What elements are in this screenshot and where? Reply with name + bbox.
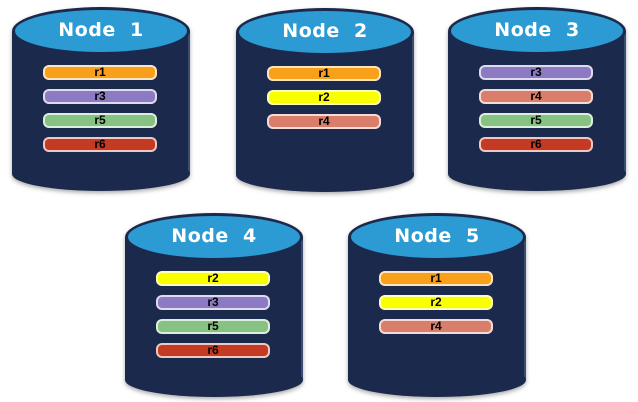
db-node: Node 2 r1 r2 r4 xyxy=(236,8,414,192)
replica-label: r3 xyxy=(530,65,542,79)
replica-bar: r1 xyxy=(43,65,157,80)
db-cylinder-top: Node 1 xyxy=(12,7,190,55)
db-cylinder-bottom xyxy=(236,158,414,192)
replica-bar: r5 xyxy=(479,113,593,128)
db-node: Node 1 r1 r3 r5 r6 xyxy=(12,7,190,191)
node-label: Node 1 xyxy=(58,19,144,41)
replica-label: r1 xyxy=(430,271,442,285)
replica-bar: r2 xyxy=(267,90,381,105)
replica-label: r1 xyxy=(94,65,106,79)
replica-label: r5 xyxy=(207,319,219,333)
replica-bar: r6 xyxy=(479,137,593,152)
replica-bar: r2 xyxy=(379,295,493,310)
replica-list: r1 r2 r4 xyxy=(379,271,493,334)
replica-label: r2 xyxy=(430,295,442,309)
node-label: Node 2 xyxy=(282,20,368,42)
replica-bar: r5 xyxy=(43,113,157,128)
replica-bar: r4 xyxy=(379,319,493,334)
replica-bar: r3 xyxy=(156,295,270,310)
db-cylinder-bottom xyxy=(348,363,526,397)
replica-bar: r1 xyxy=(379,271,493,286)
replica-label: r5 xyxy=(530,113,542,127)
db-cylinder-top: Node 5 xyxy=(348,213,526,261)
replica-label: r6 xyxy=(207,343,219,357)
node-label: Node 3 xyxy=(494,19,580,41)
replica-bar: r3 xyxy=(43,89,157,104)
replica-list: r2 r3 r5 r6 xyxy=(156,271,270,358)
replica-label: r3 xyxy=(94,89,106,103)
db-node: Node 5 r1 r2 r4 xyxy=(348,213,526,397)
replica-bar: r3 xyxy=(479,65,593,80)
replica-label: r4 xyxy=(430,319,442,333)
replica-bar: r6 xyxy=(43,137,157,152)
replica-bar: r5 xyxy=(156,319,270,334)
db-cylinder-top: Node 3 xyxy=(448,7,626,55)
replica-label: r4 xyxy=(318,114,330,128)
replica-label: r2 xyxy=(318,90,330,104)
node-label: Node 4 xyxy=(171,225,257,247)
replica-list: r3 r4 r5 r6 xyxy=(479,65,593,152)
replica-list: r1 r2 r4 xyxy=(267,66,381,129)
db-node: Node 3 r3 r4 r5 r6 xyxy=(448,7,626,191)
replica-bar: r2 xyxy=(156,271,270,286)
db-cylinder-top: Node 2 xyxy=(236,8,414,56)
replica-bar: r1 xyxy=(267,66,381,81)
replica-bar: r6 xyxy=(156,343,270,358)
db-cylinder-top: Node 4 xyxy=(125,213,303,261)
db-node: Node 4 r2 r3 r5 r6 xyxy=(125,213,303,397)
db-cylinder-bottom xyxy=(448,157,626,191)
replica-bar: r4 xyxy=(479,89,593,104)
replica-label: r4 xyxy=(530,89,542,103)
replica-list: r1 r3 r5 r6 xyxy=(43,65,157,152)
replica-bar: r4 xyxy=(267,114,381,129)
replica-label: r5 xyxy=(94,113,106,127)
db-cylinder-bottom xyxy=(12,157,190,191)
replica-label: r1 xyxy=(318,66,330,80)
db-cylinder-bottom xyxy=(125,363,303,397)
replica-label: r3 xyxy=(207,295,219,309)
node-label: Node 5 xyxy=(394,225,480,247)
replica-label: r6 xyxy=(530,137,542,151)
replica-label: r2 xyxy=(207,271,219,285)
replica-label: r6 xyxy=(94,137,106,151)
